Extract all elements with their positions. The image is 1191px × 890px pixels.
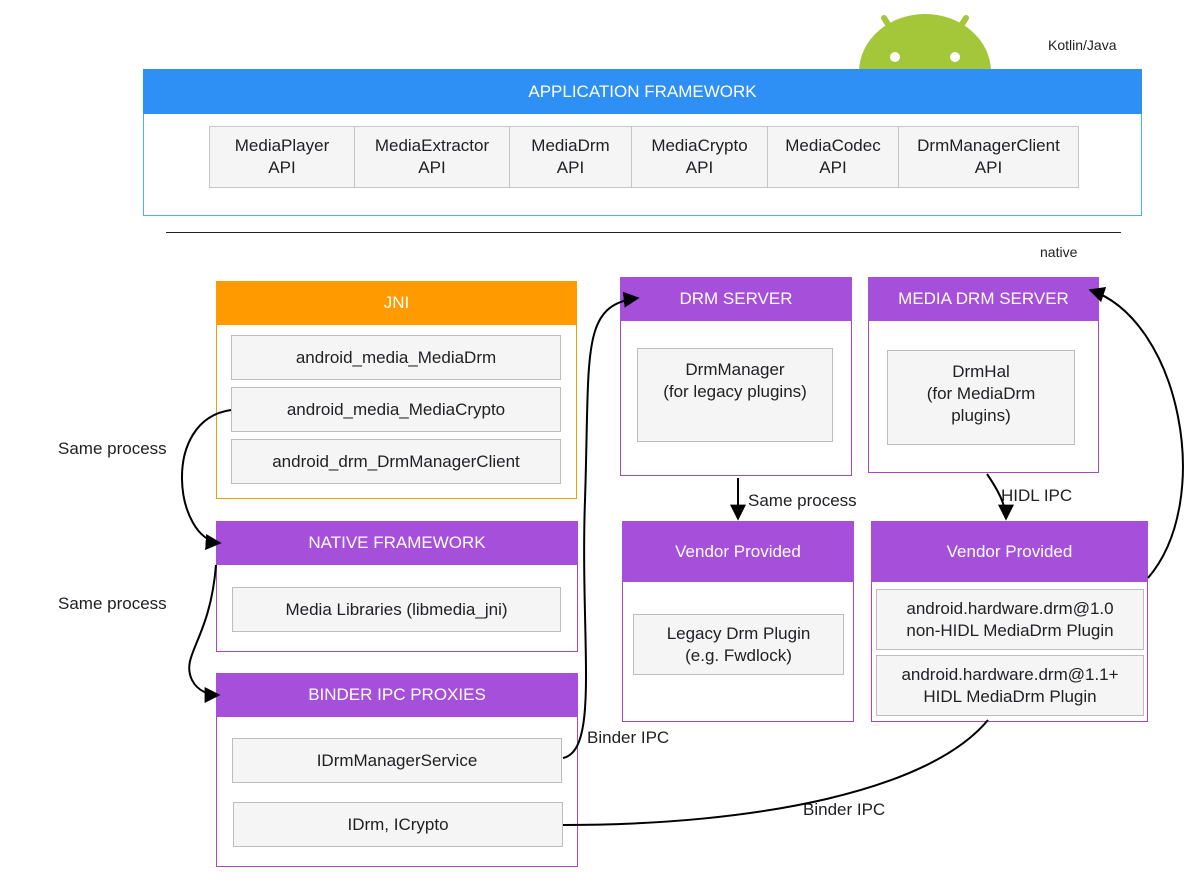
native-framework-header: NATIVE FRAMEWORK (216, 521, 578, 565)
drmmanager-box: DrmManager (for legacy plugins) (637, 348, 833, 442)
same-process-label-2: Same process (58, 594, 167, 613)
jni-drmmanagerclient-box: android_drm_DrmManagerClient (231, 439, 561, 484)
api-mediaextractor: MediaExtractor API (354, 126, 510, 188)
vendor-provided-left-header: Vendor Provided (622, 521, 854, 582)
binder-ipc-label-1: Binder IPC (587, 728, 670, 747)
legacy-drm-plugin-box: Legacy Drm Plugin (e.g. Fwdlock) (633, 614, 844, 675)
api-mediacodec: MediaCodec API (767, 126, 899, 188)
api-mediaplayer: MediaPlayer API (209, 126, 355, 188)
hidl-ipc-label: HIDL IPC (1001, 486, 1073, 505)
jni-mediacrypto-box: android_media_MediaCrypto (231, 387, 561, 432)
media-libraries-box: Media Libraries (libmedia_jni) (232, 587, 561, 632)
binder-ipc-proxies-header: BINDER IPC PROXIES (216, 673, 578, 717)
api-mediadrm: MediaDrm API (509, 126, 632, 188)
same-process-label-3: Same process (748, 491, 857, 510)
kotlin-native-divider (166, 232, 1121, 233)
drm-server-header: DRM SERVER (620, 277, 852, 321)
vendor-provided-right-header: Vendor Provided (871, 521, 1148, 582)
api-mediacrypto: MediaCrypto API (631, 126, 768, 188)
jni-header: JNI (216, 281, 577, 325)
jni-mediadrm-box: android_media_MediaDrm (231, 335, 561, 380)
drmhal-box: DrmHal (for MediaDrm plugins) (887, 350, 1075, 445)
android-robot-icon (859, 14, 991, 72)
same-process-label-1: Same process (58, 439, 167, 458)
drm-1-0-plugin-box: android.hardware.drm@1.0 non-HIDL MediaD… (876, 589, 1144, 650)
idrmmanagerservice-box: IDrmManagerService (232, 738, 562, 783)
binder-ipc-label-2: Binder IPC (803, 800, 886, 819)
api-drmmanagerclient: DrmManagerClient API (898, 126, 1079, 188)
idrm-icrypto-box: IDrm, ICrypto (233, 802, 563, 847)
media-drm-server-header: MEDIA DRM SERVER (868, 277, 1099, 321)
application-framework-header: APPLICATION FRAMEWORK (143, 69, 1142, 114)
drm-1-1-plugin-box: android.hardware.drm@1.1+ HIDL MediaDrm … (876, 655, 1144, 716)
arrow-native-to-binder (188, 564, 221, 703)
kotlin-java-label: Kotlin/Java (1048, 37, 1117, 53)
native-label: native (1040, 244, 1078, 260)
